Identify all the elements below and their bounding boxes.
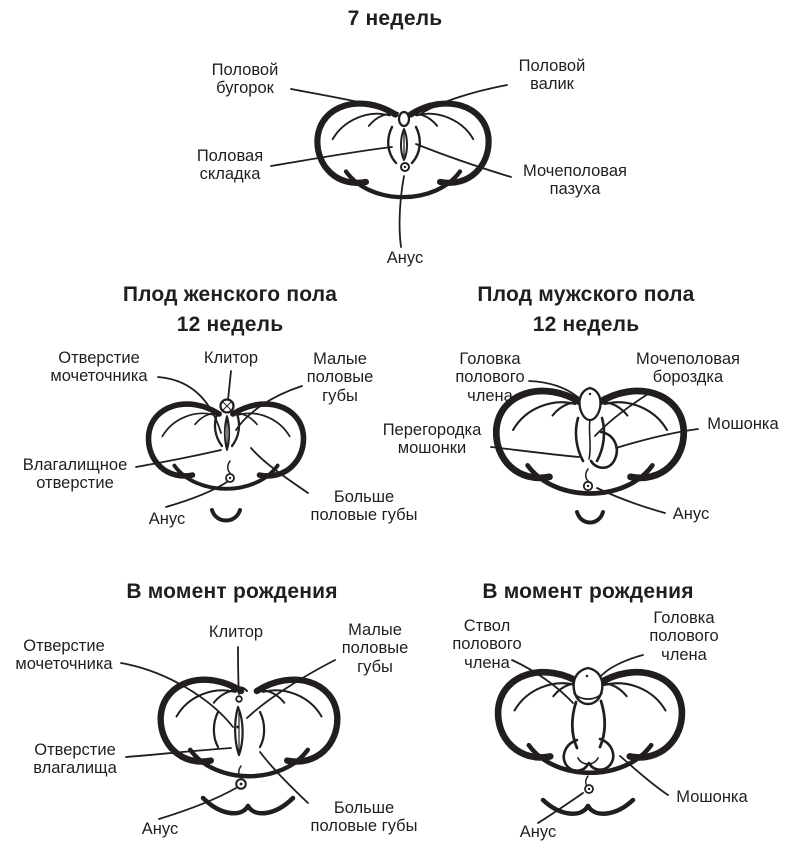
female12-drawing	[135, 370, 309, 523]
male12-drawing	[490, 380, 699, 525]
label-urethral-opening-f12: Отверстие мочеточника	[50, 349, 148, 386]
female-birth-drawing	[120, 646, 338, 820]
clitoris-shape	[235, 695, 243, 703]
label-urogenital-sinus: Мочеполовая пазуха	[523, 162, 627, 199]
leader-vaginal-opening	[125, 747, 232, 758]
label-vaginal-opening-fb: Отверстие влагалища	[33, 741, 117, 778]
leader-glans	[528, 380, 580, 399]
leader-anus	[398, 175, 405, 248]
leader-urethral-opening	[120, 662, 234, 728]
leader-scrotum	[619, 755, 669, 796]
label-scrotum-mb: Мошонка	[676, 788, 748, 806]
label-labia-minora-fb: Малые половые губы	[341, 621, 409, 676]
buttock-crease	[540, 797, 591, 816]
title-female12: Плод женского пола	[122, 283, 338, 306]
label-genital-fold: Половая складка	[196, 147, 264, 184]
subtitle-female12: 12 недель	[176, 313, 284, 336]
leader-septum	[490, 446, 580, 458]
subtitle-male12: 12 недель	[532, 313, 640, 336]
label-penile-shaft-mb: Ствол полового члена	[452, 617, 522, 672]
label-genital-tubercle: Половой бугорок	[211, 61, 279, 98]
scrotum-shape	[562, 738, 590, 772]
leader-labia-majora	[250, 447, 309, 494]
title-week7: 7 недель	[347, 7, 443, 30]
leader-anus	[596, 487, 666, 514]
leader-labia-majora	[259, 751, 309, 804]
label-anus-mb: Анус	[519, 823, 557, 841]
label-anus-f12: Анус	[148, 510, 186, 528]
leader-shaft	[511, 659, 574, 704]
label-anus-fb: Анус	[141, 820, 179, 838]
leader-clitoris	[237, 646, 240, 695]
title-male-birth: В момент рождения	[482, 580, 694, 603]
leader-urethral-opening	[157, 376, 222, 434]
leader-anus	[537, 792, 584, 824]
leader-tubercle	[290, 88, 399, 114]
leader-vaginal-opening	[135, 449, 222, 468]
label-scrotum-m12: Мошонка	[707, 415, 779, 433]
label-clitoris-fb: Клитор	[208, 623, 264, 641]
urogenital-groove-shape	[588, 419, 591, 460]
leader-fold	[270, 146, 393, 167]
scrotal-swelling-shape	[589, 430, 619, 470]
label-anus-m12: Анус	[672, 505, 710, 523]
label-labia-minora-f12: Малые половые губы	[306, 350, 374, 405]
leader-ridge	[418, 84, 508, 116]
label-labia-majora-f12: Больше половые губы	[310, 488, 418, 525]
label-anus-week7: Анус	[386, 249, 424, 267]
label-glans-m12: Головка полового члена	[455, 350, 525, 405]
label-glans-mb: Головка полового члена	[649, 609, 719, 664]
glans-shape	[572, 666, 604, 706]
male-birth-drawing	[498, 654, 682, 824]
leader-sinus	[415, 143, 512, 178]
label-urethral-opening-fb: Отверстие мочеточника	[15, 637, 113, 674]
title-male12: Плод мужского пола	[477, 283, 695, 306]
week7-drawing	[270, 84, 512, 248]
leader-clitoris	[227, 370, 232, 401]
label-scrotal-septum-m12: Перегородка мошонки	[382, 421, 482, 458]
penile-shaft-shape	[570, 700, 579, 750]
title-female-birth: В момент рождения	[126, 580, 338, 603]
female-birth-body-outline	[161, 680, 338, 777]
urethral-opening-shape	[236, 725, 240, 729]
leader-anus	[165, 481, 228, 508]
label-genital-ridge: Половой валик	[518, 57, 586, 94]
leader-scrotum	[615, 428, 699, 449]
buttock-crease	[245, 795, 296, 816]
label-urogenital-groove-m12: Мочеполовая бороздка	[636, 350, 740, 387]
label-labia-majora-fb: Больше половые губы	[310, 799, 418, 836]
leader-groove	[594, 393, 649, 437]
label-clitoris-f12: Клитор	[203, 349, 259, 367]
genital-tubercle-shape	[397, 110, 411, 128]
leader-glans	[599, 654, 644, 678]
label-vaginal-opening-f12: Влагалищное отверстие	[22, 456, 128, 493]
glans-shape	[578, 386, 602, 422]
buttock-crease	[585, 797, 636, 816]
leader-labia-minora	[235, 385, 303, 431]
leader-anus	[158, 787, 237, 820]
leader-labia-minora	[246, 659, 336, 719]
